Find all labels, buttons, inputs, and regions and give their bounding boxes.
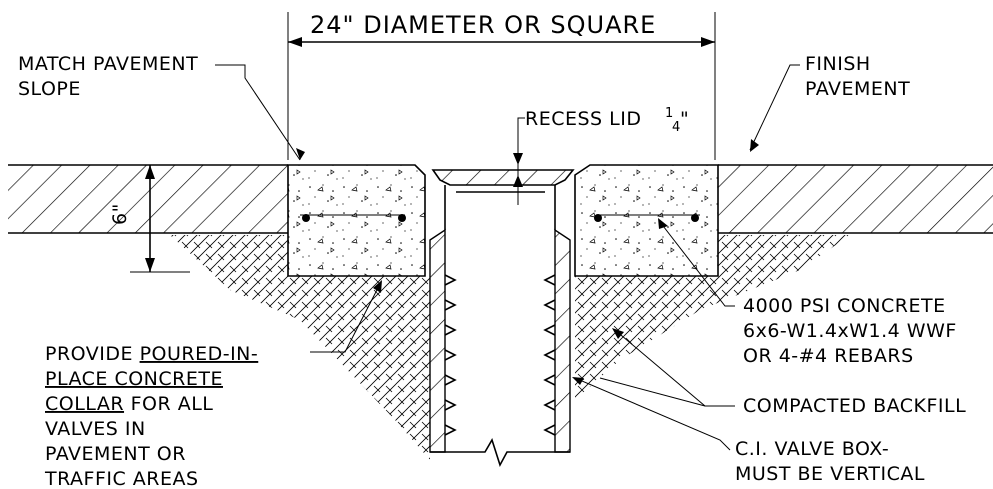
provide-note-line6: TRAFFIC AREAS [44,468,199,489]
concrete-spec-line2: 6x6-W1.4xW1.4 WWF [743,320,957,342]
valve-box-lid [431,169,575,230]
provide-note-line3: COLLAR FOR ALL [45,393,213,415]
match-slope-line2: SLOPE [18,78,81,100]
provide-concrete-note: PROVIDE POURED-IN- PLACE CONCRETE COLLAR… [44,343,258,489]
depth-dimension: 6" [109,165,190,273]
recess-lid-label: RECESS LID [525,108,641,130]
recess-lid-fraction-den: 4 [672,120,681,135]
concrete-spec-line3: OR 4-#4 REBARS [743,345,914,367]
width-dimension-label: 24" DIAMETER OR SQUARE [310,11,656,39]
concrete-collar [287,164,719,277]
depth-dimension-label: 6" [109,203,131,225]
finish-pavement-line1: FINISH [805,53,871,75]
concrete-spec-line1: 4000 PSI CONCRETE [743,295,946,317]
provide-note-line2: PLACE CONCRETE [45,368,223,390]
compacted-backfill-label: COMPACTED BACKFILL [743,395,966,417]
width-dimension: 24" DIAMETER OR SQUARE [287,11,716,160]
concrete-spec-label: 4000 PSI CONCRETE 6x6-W1.4xW1.4 WWF OR 4… [743,295,957,367]
valve-box-body [429,228,571,468]
valve-box-line1: C.I. VALVE BOX- [735,438,889,460]
recess-lid-fraction-suffix: " [680,108,689,130]
finish-pavement-line2: PAVEMENT [805,78,910,100]
valve-box-line2: MUST BE VERTICAL [735,463,925,485]
provide-note-line5: PAVEMENT OR [45,443,186,465]
provide-note-line1: PROVIDE POURED-IN- [45,343,258,365]
recess-lid-fraction-num: 1 [665,106,674,121]
provide-note-line4: VALVES IN [45,418,146,440]
match-slope-line1: MATCH PAVEMENT [18,53,198,75]
